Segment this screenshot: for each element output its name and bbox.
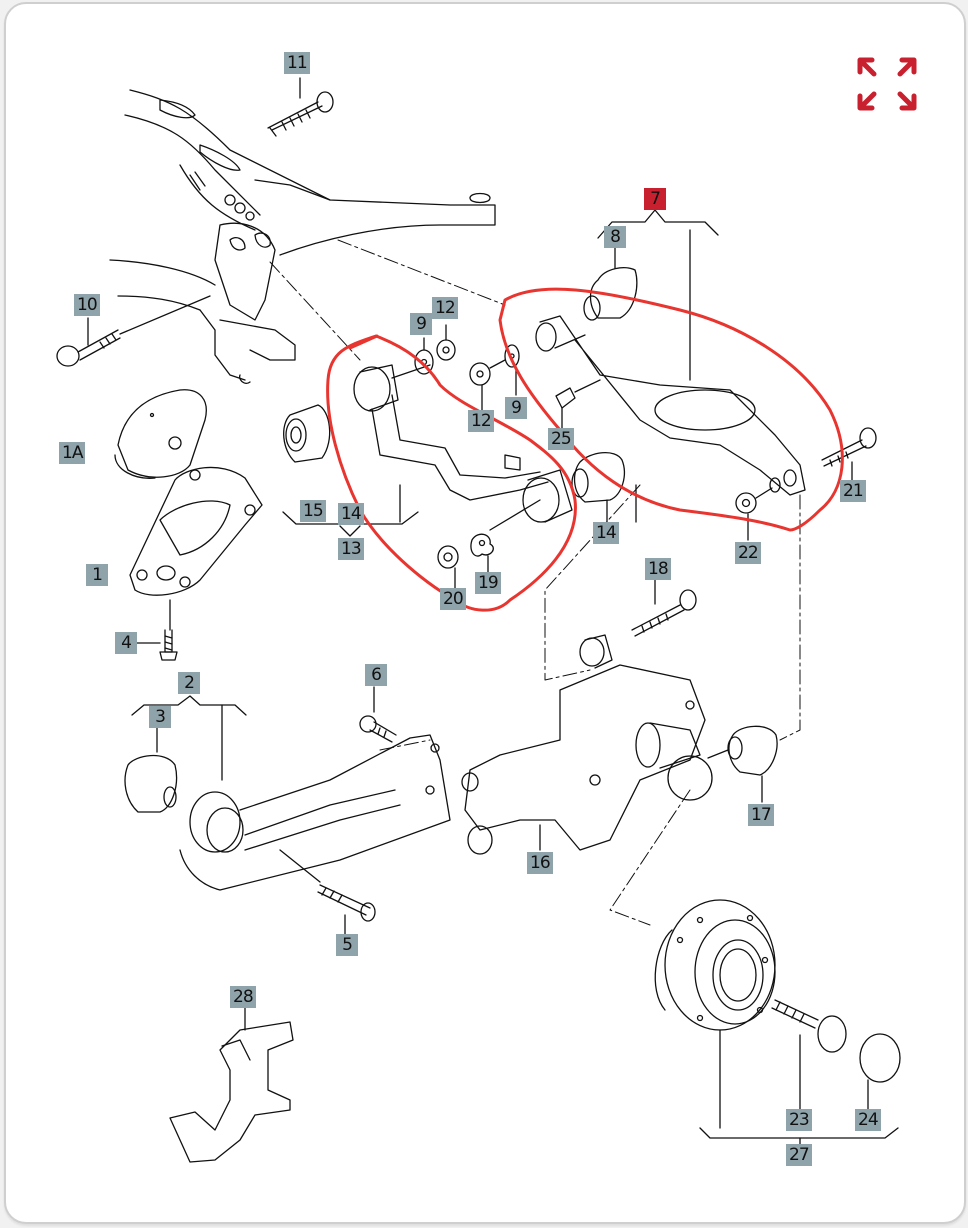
callout-9[interactable]: 9 — [410, 313, 432, 335]
callout-3[interactable]: 3 — [149, 706, 171, 728]
callout-12[interactable]: 12 — [432, 297, 458, 319]
bolt-11 — [267, 77, 334, 137]
bushing-15 — [283, 404, 331, 463]
callout-4[interactable]: 4 — [115, 632, 137, 654]
callout-13[interactable]: 13 — [338, 538, 364, 560]
bushing-8 — [583, 245, 638, 321]
guide-lines — [269, 239, 801, 926]
highlight-annotations — [326, 287, 844, 612]
callout-19[interactable]: 19 — [475, 572, 501, 594]
bolt-10 — [56, 295, 211, 367]
expand-arrows-icon[interactable] — [856, 56, 918, 112]
callout-10[interactable]: 10 — [74, 294, 100, 316]
callout-22[interactable]: 22 — [735, 542, 761, 564]
callout-2[interactable]: 2 — [178, 672, 200, 694]
callout-14[interactable]: 14 — [338, 503, 364, 525]
trailing-arm — [131, 695, 451, 891]
clip-28 — [169, 1007, 294, 1163]
nut-22 — [735, 487, 773, 541]
subframe — [109, 89, 496, 384]
bracket-1 — [129, 466, 263, 631]
upper-control-arm — [353, 364, 573, 531]
bolt-18 — [631, 575, 697, 637]
callout-28[interactable]: 28 — [230, 986, 256, 1008]
callout-11[interactable]: 11 — [284, 52, 310, 74]
callout-25[interactable]: 25 — [548, 428, 574, 450]
wheel-hub — [654, 899, 899, 1149]
callout-17[interactable]: 17 — [748, 804, 774, 826]
hub-bolt-23 — [771, 999, 847, 1111]
eccentric-washer-19 — [470, 533, 494, 573]
diagram-card — [4, 2, 966, 1224]
washers-nuts — [414, 324, 520, 411]
stud-25 — [555, 387, 576, 431]
callout-15[interactable]: 15 — [300, 500, 326, 522]
callout-23[interactable]: 23 — [786, 1109, 812, 1131]
callout-1A[interactable]: 1A — [59, 442, 86, 464]
cover-1A — [114, 389, 207, 479]
bushing-3 — [124, 726, 178, 813]
callout-6[interactable]: 6 — [365, 664, 387, 686]
callout-16[interactable]: 16 — [527, 852, 553, 874]
callout-24[interactable]: 24 — [855, 1109, 881, 1131]
wheel-bearing-housing — [461, 634, 713, 855]
callout-9[interactable]: 9 — [505, 397, 527, 419]
bolt-21 — [821, 427, 877, 483]
callout-7-selected[interactable]: 7 — [644, 188, 666, 210]
bolt-6 — [359, 686, 397, 743]
callout-12[interactable]: 12 — [468, 410, 494, 432]
screw-4 — [134, 629, 178, 661]
callout-5[interactable]: 5 — [336, 934, 358, 956]
callout-14[interactable]: 14 — [593, 522, 619, 544]
bolt-5 — [279, 849, 376, 936]
callout-8[interactable]: 8 — [604, 226, 626, 248]
bushing-17 — [707, 725, 778, 803]
callout-27[interactable]: 27 — [786, 1144, 812, 1166]
callout-20[interactable]: 20 — [440, 588, 466, 610]
callout-1[interactable]: 1 — [86, 564, 108, 586]
cap-24 — [859, 1033, 901, 1111]
callout-18[interactable]: 18 — [645, 558, 671, 580]
callout-21[interactable]: 21 — [840, 480, 866, 502]
lower-control-arm — [535, 229, 806, 496]
nut-20 — [437, 545, 459, 589]
